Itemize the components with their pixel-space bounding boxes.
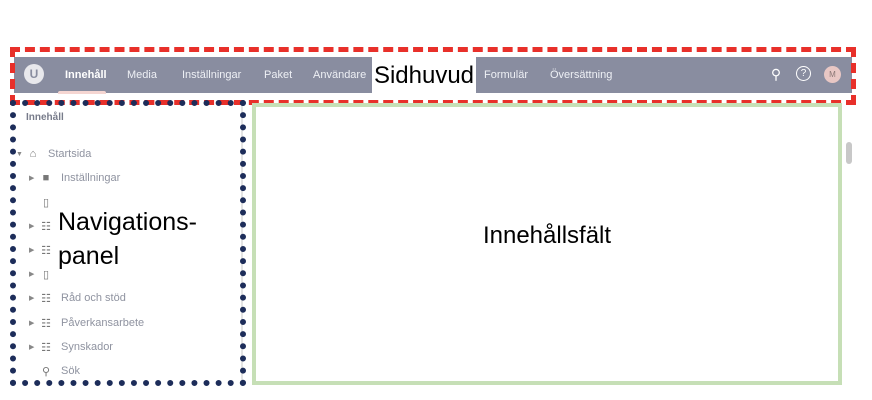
list-icon: ☷ (41, 220, 51, 233)
tree-title: Innehåll (26, 112, 64, 123)
tree-item-label: Råd och stöd (61, 292, 126, 304)
tree-item-label: Startsida (48, 148, 92, 160)
document-icon: ▯ (42, 196, 50, 209)
nav-panel-callout-border (10, 100, 246, 386)
active-tab-indicator (58, 91, 106, 94)
tree-item-startsida[interactable]: ▼ ⌂ Startsida (16, 146, 91, 162)
caret-right-icon[interactable]: ▶ (29, 223, 35, 230)
callout-line: Navigations- (58, 208, 197, 236)
tree-item-sok[interactable]: ⚲ Sök (29, 363, 80, 379)
document-icon: ▯ (42, 268, 50, 281)
tree-item-rad-och-stod[interactable]: ▶ ☷ Råd och stöd (29, 290, 126, 306)
nav-tab-forms[interactable]: Formulär (484, 69, 529, 81)
home-icon: ⌂ (29, 148, 37, 160)
umbraco-logo-icon[interactable]: U (24, 64, 44, 84)
tree-item[interactable]: ▶▯ (29, 266, 61, 282)
tree-item[interactable]: ▶☷ (29, 218, 61, 234)
nav-tab-packages[interactable]: Paket (264, 69, 293, 81)
tree-item-label: Inställningar (61, 172, 121, 184)
nav-tab-users[interactable]: Användare (313, 69, 367, 81)
tree-item[interactable]: ▯ (29, 194, 61, 210)
scrollbar-thumb[interactable] (846, 142, 852, 164)
list-icon: ☷ (41, 317, 51, 330)
caret-right-icon[interactable]: ▶ (29, 344, 35, 351)
caret-right-icon[interactable]: ▶ (29, 295, 35, 302)
content-area-callout-label: Innehållsfält (482, 222, 612, 249)
tree-item-label: Påverkansarbete (61, 317, 145, 329)
caret-right-icon[interactable]: ▶ (29, 175, 35, 182)
search-icon: ⚲ (41, 365, 51, 378)
nav-panel-callout-label: Navigations-panel (58, 205, 197, 273)
caret-right-icon[interactable]: ▶ (29, 247, 35, 254)
tree-item-synskador[interactable]: ▶ ☷ Synskador (29, 339, 113, 355)
list-icon: ☷ (41, 292, 51, 305)
caret-down-icon[interactable]: ▼ (16, 150, 23, 158)
list-icon: ☷ (41, 341, 51, 354)
tree-item-settings[interactable]: ▶ ■ Inställningar (29, 170, 120, 186)
callout-line: panel (58, 242, 120, 270)
tree-item-paverkansarbete[interactable]: ▶ ☷ Påverkansarbete (29, 315, 144, 331)
caret-right-icon[interactable]: ▶ (29, 271, 35, 278)
tree-item[interactable]: ▶☷ (29, 242, 61, 258)
nav-tab-settings[interactable]: Inställningar (182, 69, 242, 81)
folder-icon: ■ (42, 172, 50, 184)
header-callout-border (10, 47, 856, 105)
nav-tab-translation[interactable]: Översättning (550, 69, 613, 81)
nav-tab-content[interactable]: Innehåll (65, 69, 107, 81)
content-area-callout-border (252, 103, 842, 385)
tree-item-label: Sök (61, 365, 80, 377)
list-icon: ☷ (41, 244, 51, 257)
header-callout-label: Sidhuvud (372, 56, 476, 96)
user-avatar[interactable]: M (824, 66, 841, 83)
caret-right-icon[interactable]: ▶ (29, 320, 35, 327)
help-icon[interactable]: ? (796, 66, 811, 81)
search-icon[interactable]: ⚲ (770, 66, 782, 82)
tree-item-label: Synskador (61, 341, 113, 353)
nav-tab-media[interactable]: Media (127, 69, 157, 81)
